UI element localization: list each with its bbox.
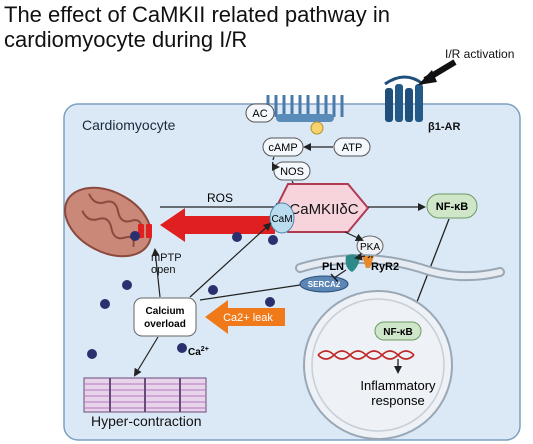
camkii-label: CaMKIIδC — [289, 201, 358, 218]
g-protein-icon — [310, 121, 324, 135]
ca2-leak-label: Ca2+ leak — [223, 312, 273, 324]
atp-label: ATP — [342, 142, 363, 154]
ca2-base: Ca — [188, 347, 201, 358]
ac-label: AC — [252, 108, 267, 120]
atp-pill — [333, 137, 371, 157]
ca2-label: Ca2+ — [188, 346, 209, 358]
myofibril-icon — [83, 377, 207, 413]
calcium-overload-line1: Calcium — [146, 306, 185, 317]
nfkb-inner-node — [374, 321, 422, 341]
calcium-to-mptp-arrow — [151, 248, 161, 298]
calcium-overload-node — [133, 297, 197, 337]
pka-to-pln-arrow — [354, 252, 366, 261]
camkii-to-mptp-red-arrow — [160, 208, 275, 242]
nos-pill — [273, 161, 311, 181]
cam-node — [269, 202, 295, 234]
camp-to-nos-arrow — [271, 156, 280, 171]
nuclear-envelope — [311, 298, 445, 432]
beta1-ar-receptor-icon — [384, 75, 424, 122]
inflammatory-line1: Inflammatory — [360, 378, 436, 393]
ca2-superscript: 2+ — [201, 346, 209, 353]
ir-activation-label: I/R activation — [445, 47, 514, 61]
serca2-label: SERCA2 — [308, 280, 341, 289]
cam-label: CaM — [271, 214, 292, 225]
ros-label: ROS — [207, 191, 233, 205]
pln-inhibits-serca2-line — [333, 269, 347, 279]
nfkb-outer-label: NF-κB — [436, 201, 468, 213]
nfkb-outer-node — [426, 193, 478, 219]
pln-label: PLN — [322, 261, 344, 273]
calcium-to-hypercontraction-arrow — [133, 336, 159, 377]
calcium-overload-line2: overload — [144, 319, 186, 330]
beta1-ar-label: β1-AR — [428, 121, 460, 133]
sarcoplasmic-reticulum-icon — [295, 254, 505, 282]
hyper-contraction-label: Hyper-contraction — [91, 413, 202, 429]
serca2-to-calcium-line — [199, 284, 301, 301]
cardiomyocyte-label: Cardiomyocyte — [82, 117, 176, 133]
mitochondrion-icon — [64, 186, 152, 258]
calcium-ion-icons — [87, 231, 278, 359]
calcium-to-cam-arrow — [189, 222, 272, 298]
camp-label: cAMP — [268, 142, 297, 154]
dna-icon — [317, 350, 415, 360]
ryr2-icon — [362, 256, 374, 268]
title-line-1: The effect of CaMKII related pathway in — [4, 2, 391, 27]
title-line-2: cardiomyocyte during I/R — [4, 27, 248, 52]
ryr2-label: RyR2 — [371, 261, 399, 273]
inhibition-bar — [330, 273, 339, 283]
pka-label: PKA — [360, 242, 380, 253]
inflammatory-line2: response — [371, 393, 424, 408]
mptp-label-line2: open — [151, 264, 175, 276]
ca2-leak-arrow — [205, 300, 285, 334]
nos-label: NOS — [280, 166, 304, 178]
ac-pill — [245, 103, 275, 123]
camkii-to-pka-arrow — [344, 231, 364, 242]
ac-domain-icon — [276, 114, 334, 122]
nfkb-inner-label: NF-κB — [383, 327, 412, 338]
page-title: The effect of CaMKII related pathway in … — [4, 2, 529, 52]
nucleus — [303, 290, 453, 440]
